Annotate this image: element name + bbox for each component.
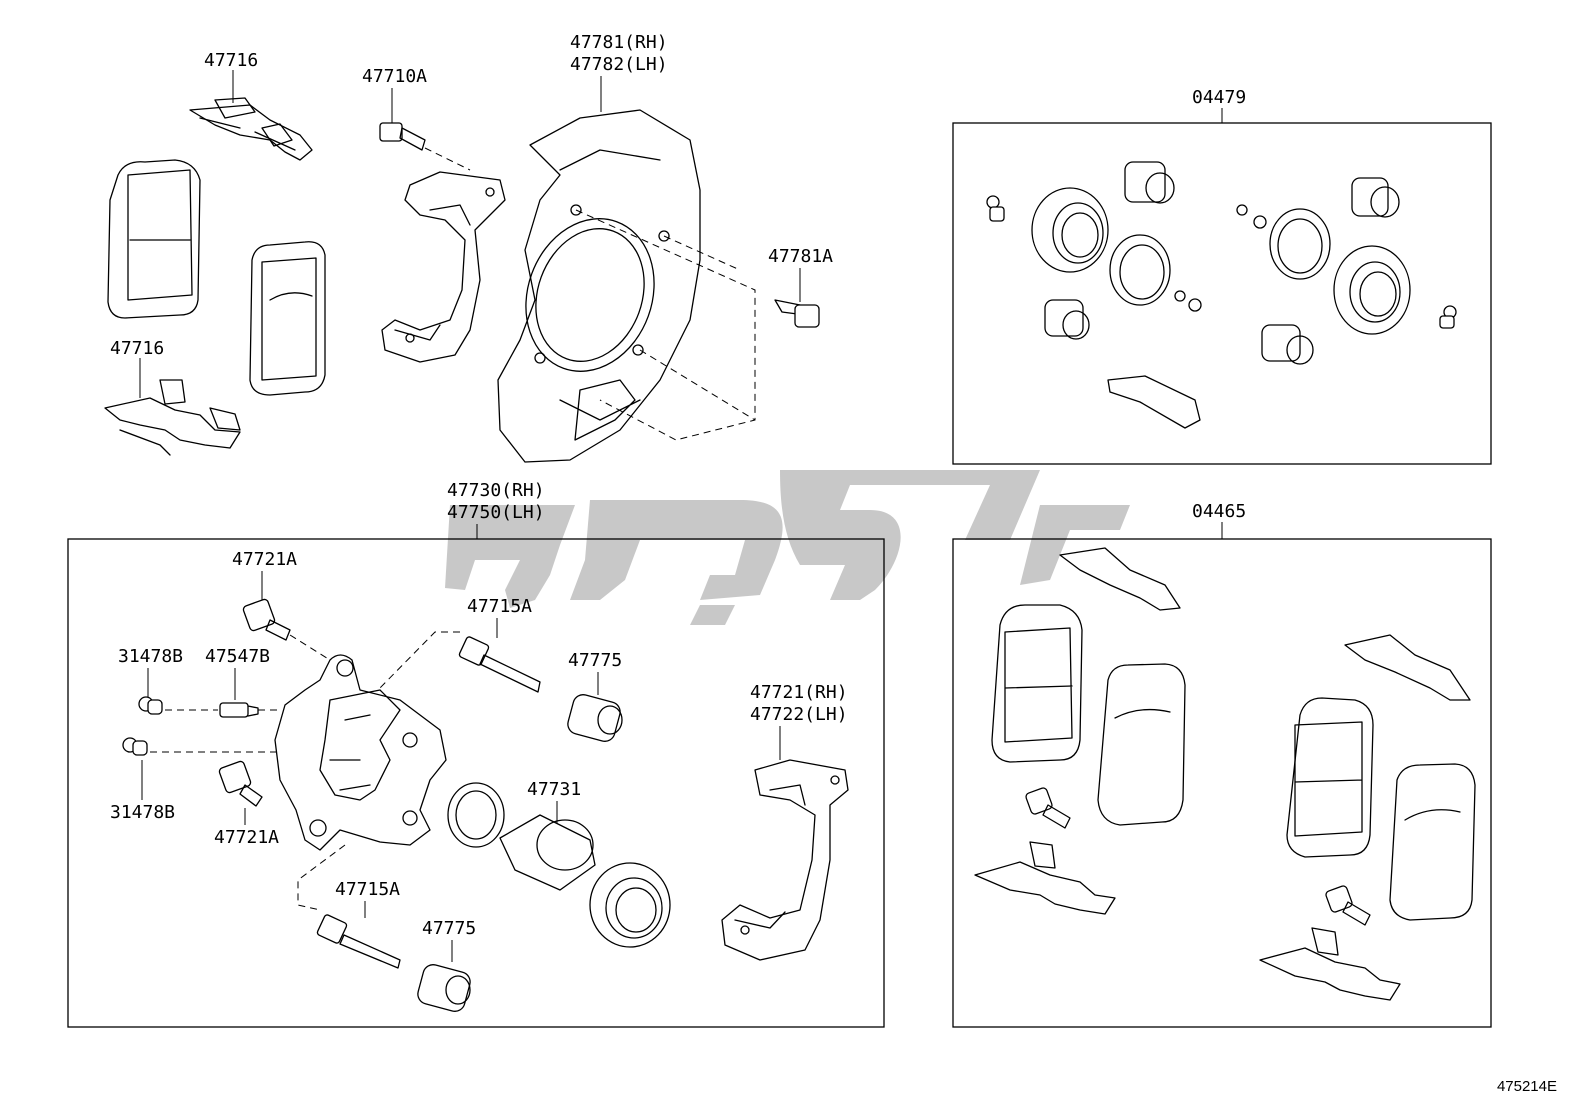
piston-drawing <box>447 782 596 891</box>
label-mount-rh: 47721(RH) <box>750 682 848 703</box>
brake-pad-outer-drawing <box>107 159 201 319</box>
pin-top-drawing <box>458 636 541 693</box>
pad-clip-upper-drawing <box>189 97 313 161</box>
label-pin-bottom: 47715A <box>335 879 400 900</box>
pad-kit-frame <box>952 538 1492 1028</box>
label-mount-lh: 47722(LH) <box>750 704 848 725</box>
label-boot-bottom: 47775 <box>422 918 476 939</box>
clip-bottom-drawing <box>122 737 148 756</box>
label-dust-cover-rh: 47781(RH) <box>570 32 668 53</box>
label-cylinder-kit: 04479 <box>1192 87 1246 108</box>
dust-cover-drawing <box>497 109 701 463</box>
label-piston: 47731 <box>527 779 581 800</box>
label-bleeder-bottom: 47721A <box>214 827 279 848</box>
bolt-mount-drawing <box>379 122 426 151</box>
label-boot-top: 47775 <box>568 650 622 671</box>
label-pin-top: 47715A <box>467 596 532 617</box>
label-caliper-rh: 47730(RH) <box>447 480 545 501</box>
caliper-mounting-lower-drawing <box>721 759 849 961</box>
pad-clip-lower-drawing <box>104 379 241 456</box>
pin-bottom-drawing <box>316 914 401 969</box>
label-bolt-mount: 47710A <box>362 66 427 87</box>
label-pad-kit: 04465 <box>1192 501 1246 522</box>
cylinder-kit-drawing <box>986 161 1457 429</box>
label-bleeder-top: 47721A <box>232 549 297 570</box>
boot-bottom-drawing <box>417 964 471 1012</box>
bolt-cover-drawing <box>774 299 820 328</box>
label-clip-top: 31478B <box>118 646 183 667</box>
label-plug: 47547B <box>205 646 270 667</box>
clip-top-drawing <box>138 696 163 715</box>
label-dust-cover-lh: 47782(LH) <box>570 54 668 75</box>
cylinder-kit-frame <box>952 122 1492 465</box>
bleeder-bottom-drawing <box>218 760 263 807</box>
bleeder-top-drawing <box>242 598 291 641</box>
diagram-reference-code: 475214E <box>1497 1078 1557 1095</box>
brake-pad-inner-drawing <box>249 241 326 396</box>
label-bolt-cover: 47781A <box>768 246 833 267</box>
label-pad-clip-lower: 47716 <box>110 338 164 359</box>
caliper-body-drawing <box>274 654 447 851</box>
label-pad-clip-upper: 47716 <box>204 50 258 71</box>
watermark-logo <box>445 470 1130 625</box>
label-clip-bottom: 31478B <box>110 802 175 823</box>
pad-kit-drawing <box>974 547 1476 1001</box>
caliper-assembly-frame <box>67 538 885 1028</box>
piston-seal-drawing <box>589 862 671 948</box>
label-caliper-lh: 47750(LH) <box>447 502 545 523</box>
caliper-mounting-drawing <box>381 171 506 363</box>
boot-top-drawing <box>567 694 623 742</box>
plug-drawing <box>219 702 259 718</box>
